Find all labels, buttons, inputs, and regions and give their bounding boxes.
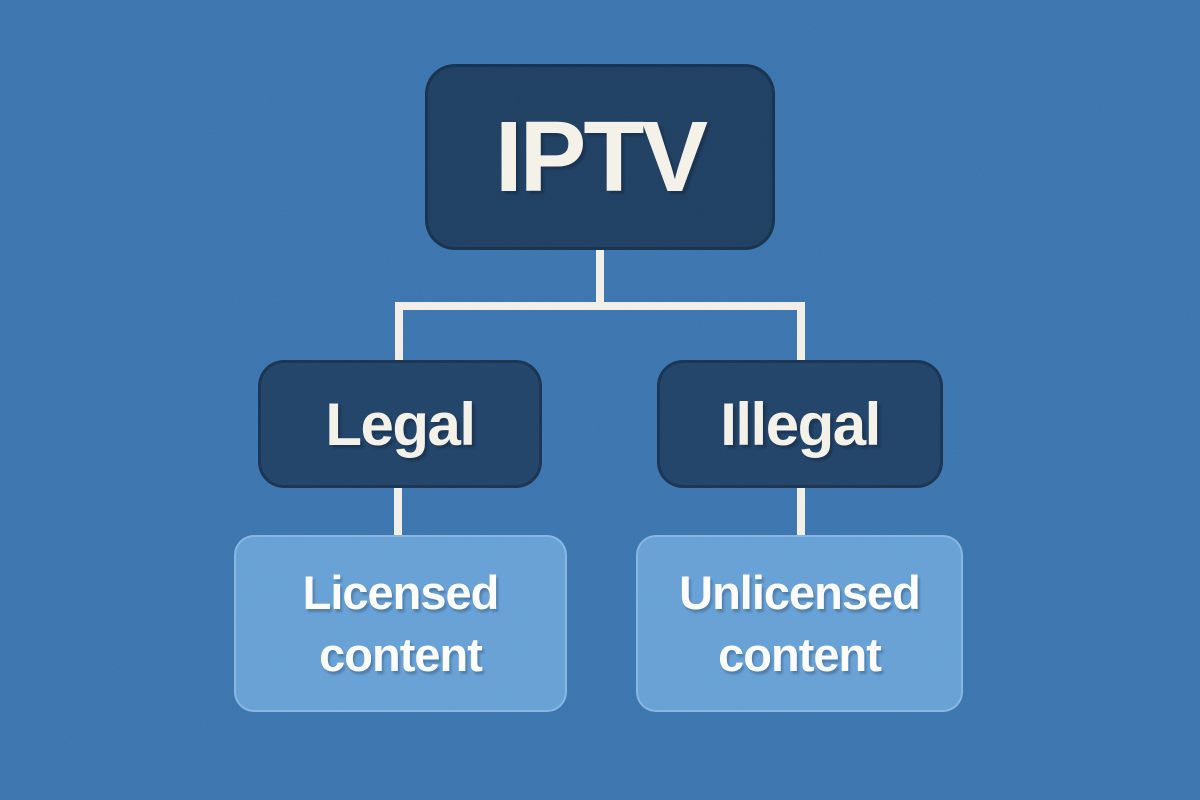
connector-branch-horizontal — [395, 302, 805, 310]
node-legal: Legal — [258, 360, 542, 488]
node-iptv-label: IPTV — [494, 100, 708, 213]
node-unlicensed-content: Unlicensed content — [636, 535, 963, 712]
node-iptv: IPTV — [425, 64, 775, 250]
connector-legal-stem — [395, 306, 403, 364]
node-unlicensed-content-label: Unlicensed content — [679, 565, 921, 681]
connector-illegal-stem — [797, 306, 805, 364]
connector-licensed-stem — [394, 486, 402, 538]
node-licensed-content: Licensed content — [234, 535, 567, 712]
connector-unlicensed-stem — [797, 486, 805, 538]
node-illegal: Illegal — [657, 360, 943, 488]
node-illegal-label: Illegal — [720, 390, 881, 458]
connector-root-stem — [596, 248, 604, 306]
node-licensed-content-label: Licensed content — [302, 565, 500, 681]
node-legal-label: Legal — [325, 390, 476, 458]
